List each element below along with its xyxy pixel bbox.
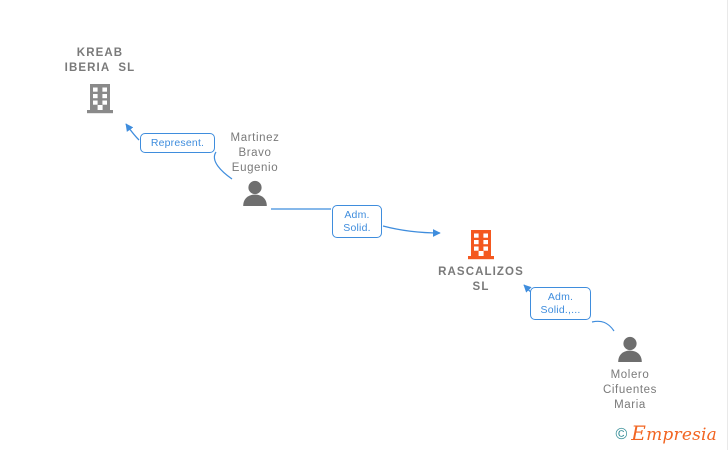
brand-initial: E <box>631 421 647 445</box>
node-label-molero: Molero Cifuentes Maria <box>603 369 657 411</box>
node-company-rascalizos[interactable]: RASCALIZOS SL <box>421 228 541 295</box>
edge-martinez-rascalizos <box>271 208 441 237</box>
edge-label-adm-solid-more[interactable]: Adm. Solid.,... <box>530 287 591 320</box>
node-label-rascalizos: RASCALIZOS SL <box>438 266 524 293</box>
edge-label-represent[interactable]: Represent. <box>140 133 215 153</box>
person-icon <box>243 180 267 206</box>
watermark: © Empresia <box>615 423 718 445</box>
edge-label-adm-solid[interactable]: Adm. Solid. <box>332 205 382 238</box>
building-icon <box>468 230 494 260</box>
node-company-kreab[interactable]: KREAB IBERIA SL <box>50 46 150 114</box>
brand-name: Empresia <box>631 423 717 445</box>
person-icon <box>618 336 642 362</box>
node-person-martinez[interactable]: Martinez Bravo Eugenio <box>205 131 305 206</box>
brand-rest: mpresia <box>646 425 717 445</box>
building-icon <box>87 84 113 114</box>
edge-martinez-kreab <box>125 123 233 180</box>
node-person-molero[interactable]: Molero Cifuentes Maria <box>580 336 680 413</box>
node-label-martinez: Martinez Bravo Eugenio <box>230 132 280 174</box>
copyright-icon: © <box>615 425 628 443</box>
node-label-kreab: KREAB IBERIA SL <box>64 47 136 74</box>
